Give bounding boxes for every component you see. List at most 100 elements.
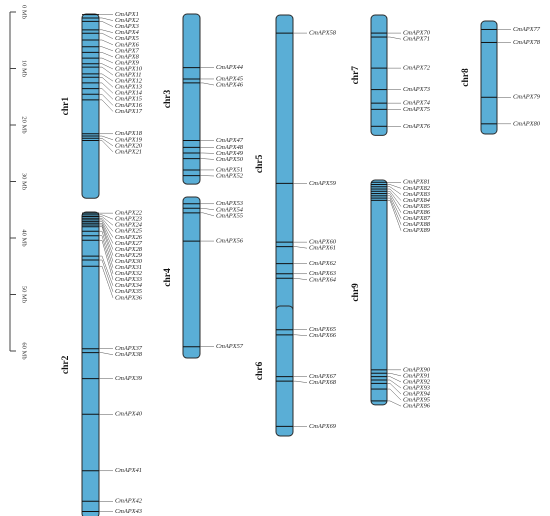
gene-leader-line	[99, 221, 114, 244]
gene-label: CmAPX47	[216, 137, 244, 144]
gene-leader-line	[99, 223, 114, 250]
gene-leader-line	[387, 383, 402, 395]
gene-leader-line	[387, 400, 402, 407]
gene-label: CmAPX22	[115, 210, 143, 217]
chr8-label: chr8	[461, 68, 471, 87]
chromosome-chr5: chr5CmAPX58CmAPX59CmAPX60CmAPX61CmAPX62C…	[255, 14, 337, 314]
gene-leader-line	[99, 219, 114, 238]
chr7-body	[370, 14, 388, 136]
gene-leader-line	[99, 93, 114, 106]
gene-label: CmAPX50	[216, 156, 244, 163]
gene-label: CmAPX16	[115, 102, 143, 109]
gene-leader-line	[387, 379, 402, 389]
scale-tick-label: 30 Mb	[21, 173, 28, 190]
gene-label: CmAPX89	[403, 227, 431, 234]
gene-label: CmAPX81	[403, 179, 430, 186]
gene-label: CmAPX82	[403, 185, 431, 192]
gene-label: CmAPX18	[115, 130, 143, 137]
gene-label: CmAPX58	[309, 30, 337, 37]
gene-leader-line	[99, 39, 114, 46]
chr7-label: chr7	[351, 66, 361, 85]
gene-leader-line	[99, 63, 114, 70]
gene-label: CmAPX35	[115, 288, 142, 295]
gene-label: CmAPX46	[216, 81, 244, 88]
gene-label: CmAPX74	[403, 100, 431, 107]
gene-leader-line	[387, 186, 402, 195]
gene-leader-line	[99, 99, 114, 112]
gene-leader-line	[99, 240, 114, 280]
gene-leader-line	[99, 82, 114, 94]
gene-label: CmAPX69	[309, 423, 337, 430]
gene-label: CmAPX9	[115, 59, 140, 66]
gene-leader-line	[99, 29, 114, 33]
chr9-body	[370, 179, 388, 406]
gene-label: CmAPX24	[115, 222, 143, 229]
gene-label: CmAPX45	[216, 75, 243, 82]
gene-leader-line	[99, 255, 114, 286]
gene-label: CmAPX86	[403, 209, 431, 216]
gene-leader-line	[293, 278, 308, 281]
chr3-label: chr3	[163, 90, 173, 109]
gene-label: CmAPX48	[216, 144, 244, 151]
gene-label: CmAPX36	[115, 294, 143, 301]
gene-label: CmAPX51	[216, 166, 243, 173]
gene-label: CmAPX85	[403, 203, 430, 210]
chromosome-chr1: chr1CmAPX1CmAPX2CmAPX3CmAPX4CmAPX5CmAPX6…	[61, 11, 143, 199]
gene-leader-line	[200, 82, 215, 86]
gene-label: CmAPX52	[216, 172, 244, 179]
gene-label: CmAPX87	[403, 215, 431, 222]
chr5-label: chr5	[255, 154, 265, 173]
gene-label: CmAPX65	[309, 326, 336, 333]
gene-label: CmAPX80	[513, 120, 541, 127]
chromosome-chr3: chr3CmAPX44CmAPX45CmAPX46CmAPX47CmAPX48C…	[163, 13, 244, 185]
gene-label: CmAPX34	[115, 282, 143, 289]
gene-label: CmAPX13	[115, 84, 142, 91]
gene-leader-line	[387, 36, 402, 40]
scale-tick-label: 60 Mb	[21, 342, 28, 359]
gene-label: CmAPX4	[115, 29, 140, 36]
gene-label: CmAPX17	[115, 108, 143, 115]
gene-label: CmAPX6	[115, 41, 140, 48]
gene-label: CmAPX71	[403, 36, 430, 43]
gene-leader-line	[387, 197, 402, 225]
gene-leader-line	[99, 17, 114, 21]
gene-label: CmAPX54	[216, 206, 244, 213]
gene-label: CmAPX95	[403, 397, 430, 404]
gene-label: CmAPX96	[403, 403, 431, 410]
gene-label: CmAPX68	[309, 379, 337, 386]
gene-leader-line	[387, 388, 402, 401]
chr4-body	[182, 196, 201, 359]
gene-label: CmAPX70	[403, 30, 431, 37]
gene-leader-line	[387, 184, 402, 189]
chr6-label: chr6	[255, 361, 265, 380]
gene-leader-line	[293, 380, 308, 383]
chr9-label: chr9	[351, 283, 361, 302]
chr3-body	[182, 13, 201, 185]
gene-label: CmAPX66	[309, 332, 337, 339]
scale-tick-label: 50 Mb	[21, 286, 28, 303]
gene-leader-line	[293, 334, 308, 337]
gene-label: CmAPX53	[216, 200, 243, 207]
gene-label: CmAPX15	[115, 96, 142, 103]
gene-leader-line	[387, 200, 402, 231]
gene-label: CmAPX77	[513, 26, 541, 33]
gene-label: CmAPX12	[115, 78, 143, 85]
gene-label: CmAPX39	[115, 375, 143, 382]
chromosome-chr9: chr9CmAPX81CmAPX82CmAPX83CmAPX84CmAPX85C…	[351, 179, 431, 410]
gene-label: CmAPX56	[216, 238, 244, 245]
gene-leader-line	[99, 214, 114, 220]
gene-label: CmAPX41	[115, 467, 142, 474]
gene-label: CmAPX76	[403, 123, 431, 130]
gene-label: CmAPX88	[403, 221, 431, 228]
gene-label: CmAPX1	[115, 11, 139, 18]
chr1-label: chr1	[61, 97, 71, 116]
gene-label: CmAPX62	[309, 260, 337, 267]
chr2-label: chr2	[61, 355, 71, 374]
gene-leader-line	[99, 216, 114, 226]
gene-label: CmAPX33	[115, 276, 142, 283]
gene-leader-line	[99, 226, 114, 262]
gene-label: CmAPX60	[309, 239, 337, 246]
